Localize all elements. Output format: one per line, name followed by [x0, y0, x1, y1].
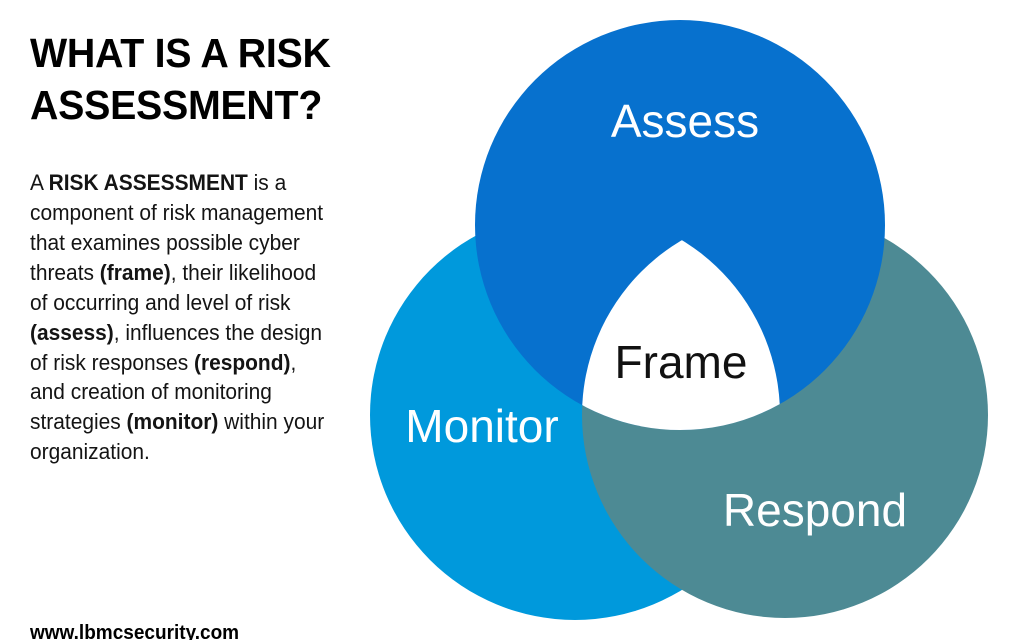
venn-label-monitor: Monitor: [405, 400, 558, 452]
body-emphasis: (frame): [99, 259, 171, 285]
text-column: WHAT IS A RISK ASSESSMENT? A RISK ASSESS…: [30, 28, 360, 640]
body-emphasis: (respond): [193, 349, 291, 375]
body-emphasis: (assess): [30, 319, 114, 345]
body-text: , their likelihood of occurring and leve…: [30, 259, 317, 315]
body-text: within your organization.: [30, 409, 325, 465]
page-title: WHAT IS A RISK ASSESSMENT?: [30, 30, 331, 128]
body-text: A: [30, 170, 49, 195]
body-emphasis: RISK ASSESSMENT: [48, 170, 248, 195]
body-emphasis: (monitor): [126, 409, 219, 435]
venn-circle-assess[interactable]: [475, 20, 885, 430]
venn-label-respond: Respond: [723, 484, 907, 536]
venn-diagram-svg: Assess Monitor Respond Frame: [370, 20, 988, 620]
body-text: , and creation of monitoring strategies: [30, 349, 297, 435]
venn-label-assess: Assess: [611, 95, 759, 147]
venn-label-frame: Frame: [615, 336, 748, 388]
body-paragraph: A RISK ASSESSMENT is a component of risk…: [30, 168, 332, 467]
venn-diagram: Assess Monitor Respond Frame: [340, 0, 1024, 640]
body-text: , influences the design of risk response…: [30, 319, 323, 375]
body-text: is a component of risk management that e…: [30, 170, 324, 285]
venn-intersection-frame[interactable]: [582, 212, 988, 618]
website-url[interactable]: www.lbmcsecurity.com: [30, 622, 240, 640]
